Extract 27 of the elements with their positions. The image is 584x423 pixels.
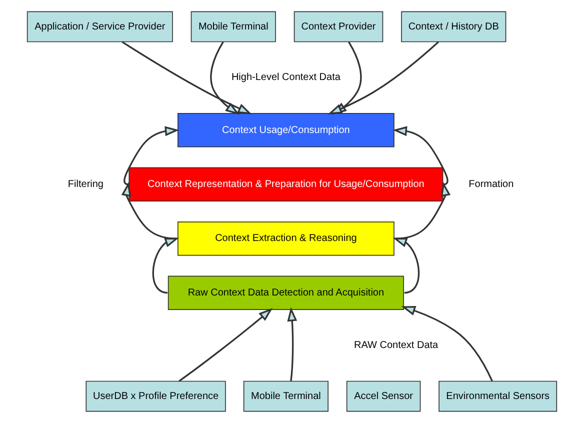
node-box: Context Provider (294, 11, 384, 42)
arrow (152, 238, 180, 294)
label: Filtering (68, 178, 104, 190)
node-box: Environmental Sensors (438, 380, 558, 412)
node-box: Context Extraction & Reasoning (178, 222, 394, 256)
node-box: Mobile Terminal (190, 11, 276, 42)
node-box: Context / History DB (401, 11, 506, 42)
node-box: Accel Sensor (346, 380, 421, 412)
arrow (210, 41, 240, 115)
node-box: Mobile Terminal (243, 380, 328, 412)
node-box: Raw Context Data Detection and Acquisition (168, 276, 404, 310)
arrow (392, 126, 448, 186)
node-box: Context Usage/Consumption (178, 113, 394, 148)
label: RAW Context Data (354, 340, 438, 351)
arrow (392, 238, 420, 294)
arrow (178, 308, 273, 382)
arrow (121, 182, 177, 240)
label: Formation (468, 178, 514, 190)
node-box: Context Representation & Preparation for Usage/Consumption (128, 167, 444, 202)
arrow (122, 41, 252, 114)
label: High-Level Context Data (231, 72, 340, 84)
arrow (395, 182, 451, 240)
arrow (124, 126, 180, 186)
arrow (287, 307, 298, 382)
arrow (401, 306, 493, 382)
node-box: UserDB x Profile Preference (86, 380, 226, 412)
node-box: Application / Service Provider (26, 11, 173, 42)
